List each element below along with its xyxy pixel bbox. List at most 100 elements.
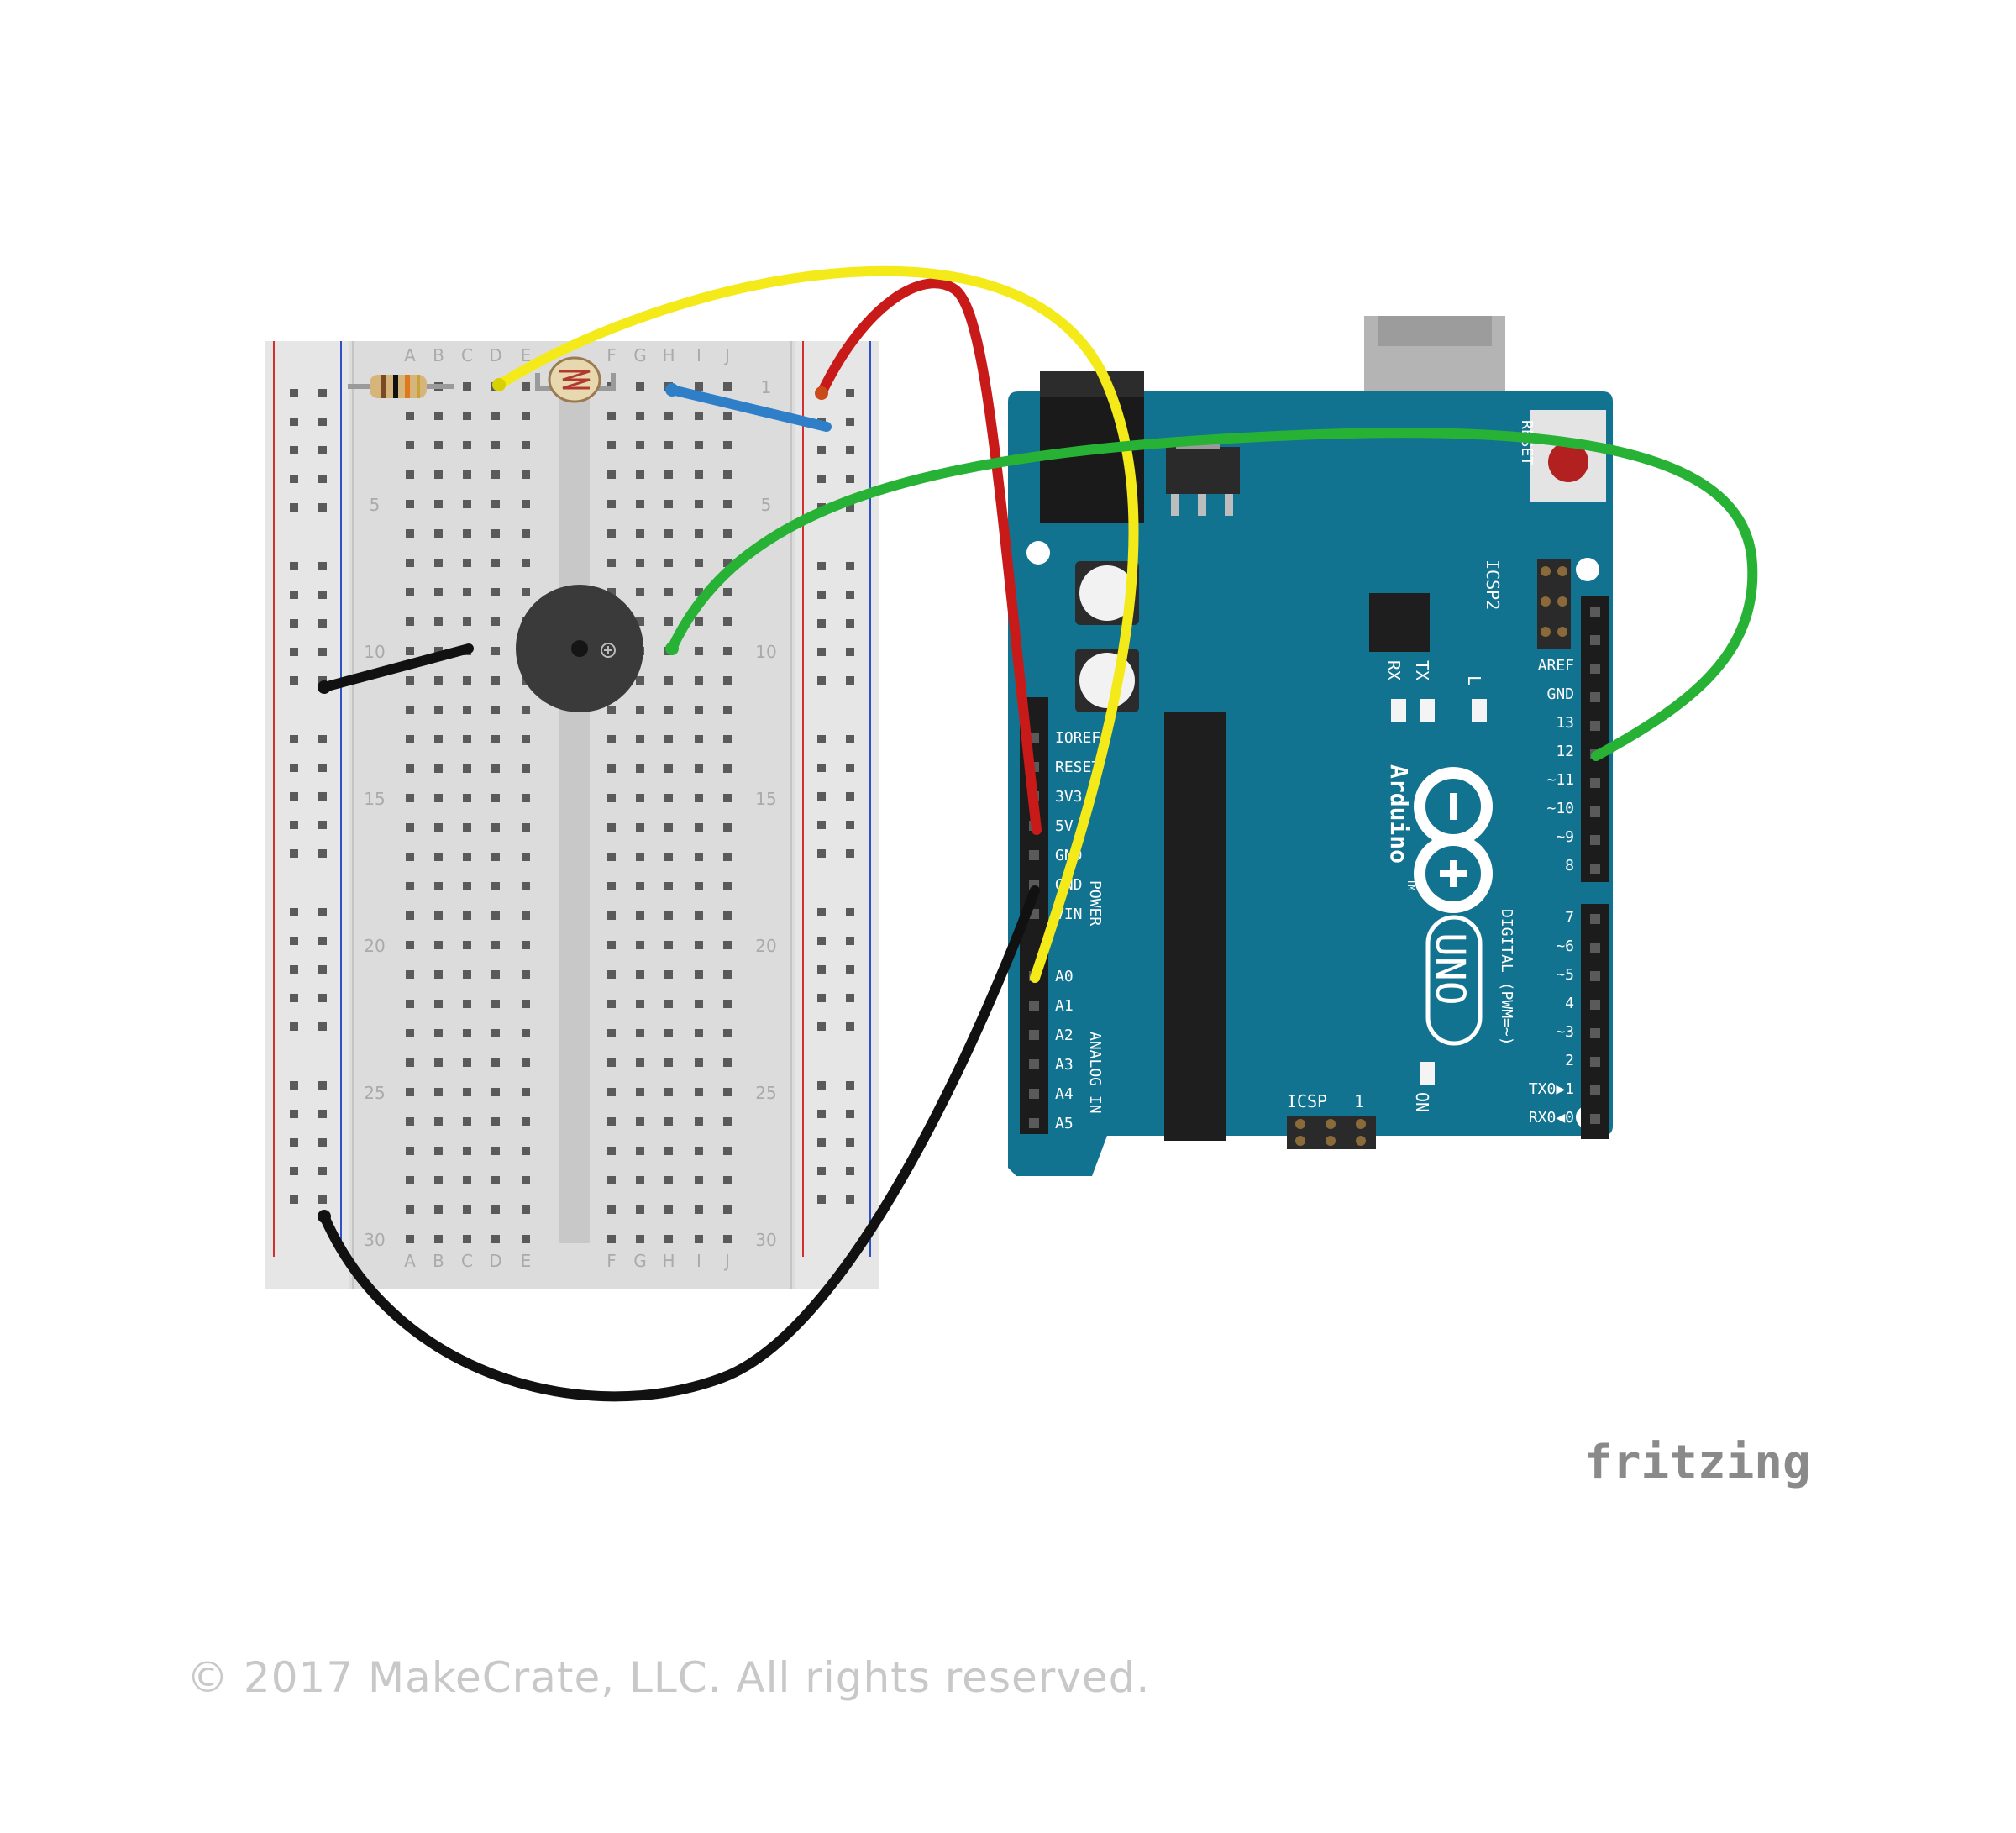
breadboard-hole xyxy=(695,853,703,861)
rail-hole xyxy=(846,1110,854,1118)
breadboard-hole xyxy=(406,441,414,449)
breadboard-hole xyxy=(491,1205,500,1214)
green-wire-pin12 xyxy=(667,428,1758,761)
power-pin-label: RESET xyxy=(1055,759,1100,776)
rail-hole xyxy=(318,821,327,829)
rail-hole xyxy=(290,1110,298,1118)
breadboard-labels: ABCDEFGHIJABCDEFGHIJ11551010151520202525… xyxy=(364,345,776,1271)
row-number-left: 15 xyxy=(364,789,385,809)
breadboard-hole xyxy=(664,588,673,596)
rail-hole xyxy=(318,1195,327,1204)
rail-hole xyxy=(817,619,826,628)
breadboard-hole xyxy=(434,764,443,773)
digital-pin-label: TX0▶1 xyxy=(1529,1080,1574,1098)
breadboard-hole xyxy=(434,1205,443,1214)
rail-hole xyxy=(817,908,826,916)
breadboard-hole xyxy=(406,1000,414,1008)
rail-hole xyxy=(846,591,854,599)
analog-pin-label: A0 xyxy=(1055,968,1074,985)
breadboard-hole xyxy=(463,794,471,802)
rail-hole xyxy=(817,764,826,772)
breadboard: ABCDEFGHIJABCDEFGHIJ11551010151520202525… xyxy=(265,341,879,1289)
rail-hole xyxy=(846,418,854,426)
rail-hole xyxy=(846,735,854,743)
column-label: D xyxy=(489,345,501,365)
breadboard-hole xyxy=(723,676,732,685)
black-wire-gnd xyxy=(319,885,1040,1402)
breadboard-hole xyxy=(434,1117,443,1126)
wire-end-blue xyxy=(665,383,679,397)
header-pin xyxy=(1590,1114,1600,1124)
header-pin xyxy=(1590,835,1600,845)
breadboard-hole xyxy=(434,588,443,596)
column-label: G xyxy=(633,345,647,365)
breadboard-hole xyxy=(522,1235,530,1243)
breadboard-hole xyxy=(723,941,732,949)
header-pin xyxy=(1029,850,1039,860)
breadboard-hole xyxy=(723,1205,732,1214)
mount-hole-2 xyxy=(1576,558,1599,581)
breadboard-hole xyxy=(434,706,443,714)
breadboard-hole xyxy=(491,647,500,655)
breadboard-hole xyxy=(491,588,500,596)
breadboard-hole xyxy=(723,911,732,920)
column-label: F xyxy=(606,1251,617,1271)
breadboard-hole xyxy=(664,1235,673,1243)
rail-hole xyxy=(290,418,298,426)
reset-button[interactable] xyxy=(1548,442,1588,482)
photoresistor-lead-right xyxy=(593,373,616,391)
rail-hole xyxy=(290,389,298,397)
breadboard-hole xyxy=(406,735,414,743)
breadboard-hole xyxy=(723,500,732,508)
breadboard-hole xyxy=(723,853,732,861)
breadboard-hole xyxy=(434,1058,443,1067)
breadboard-hole xyxy=(491,470,500,479)
arduino-brand: Arduino xyxy=(1385,764,1413,864)
breadboard-hole xyxy=(491,853,500,861)
rail-hole xyxy=(290,821,298,829)
breadboard-hole xyxy=(434,1000,443,1008)
rail-hole xyxy=(846,562,854,570)
header-pin xyxy=(1590,1085,1600,1095)
breadboard-hole xyxy=(664,676,673,685)
rail-hole xyxy=(817,792,826,801)
breadboard-hole xyxy=(723,823,732,832)
breadboard-hole xyxy=(636,706,644,714)
breadboard-hole xyxy=(434,1029,443,1037)
breadboard-hole xyxy=(636,500,644,508)
breadboard-hole xyxy=(522,970,530,979)
column-label: G xyxy=(633,1251,647,1271)
rail-hole xyxy=(290,562,298,570)
row-number-left: 20 xyxy=(364,936,385,956)
breadboard-hole xyxy=(522,1058,530,1067)
rail-hole xyxy=(817,1081,826,1090)
breadboard-hole xyxy=(607,764,616,773)
rail-hole xyxy=(290,446,298,454)
breadboard-hole xyxy=(607,588,616,596)
column-label: F xyxy=(606,345,617,365)
breadboard-hole xyxy=(491,1235,500,1243)
capacitor-1 xyxy=(1079,565,1135,621)
breadboard-hole xyxy=(636,412,644,420)
rail-hole xyxy=(318,908,327,916)
breadboard-hole xyxy=(636,794,644,802)
buzzer-hole xyxy=(571,640,588,657)
rail-hole xyxy=(817,591,826,599)
breadboard-hole xyxy=(463,764,471,773)
digital-pin-label: RX0◀0 xyxy=(1529,1109,1574,1127)
power-pin-label: 3V3 xyxy=(1055,788,1083,806)
breadboard-hole xyxy=(723,1235,732,1243)
power-header-title: POWER xyxy=(1086,880,1104,926)
rail-hole xyxy=(846,965,854,974)
column-label: A xyxy=(404,345,416,365)
breadboard-hole xyxy=(406,1235,414,1243)
breadboard-hole xyxy=(463,1000,471,1008)
analog-header-title: ANALOG IN xyxy=(1086,1032,1104,1114)
rail-hole xyxy=(846,1167,854,1175)
rail-hole xyxy=(290,1167,298,1175)
breadboard-hole xyxy=(463,676,471,685)
breadboard-hole xyxy=(664,735,673,743)
breadboard-hole xyxy=(406,1058,414,1067)
rail-hole xyxy=(318,1138,327,1147)
digital-pin-label: 7 xyxy=(1565,909,1574,927)
